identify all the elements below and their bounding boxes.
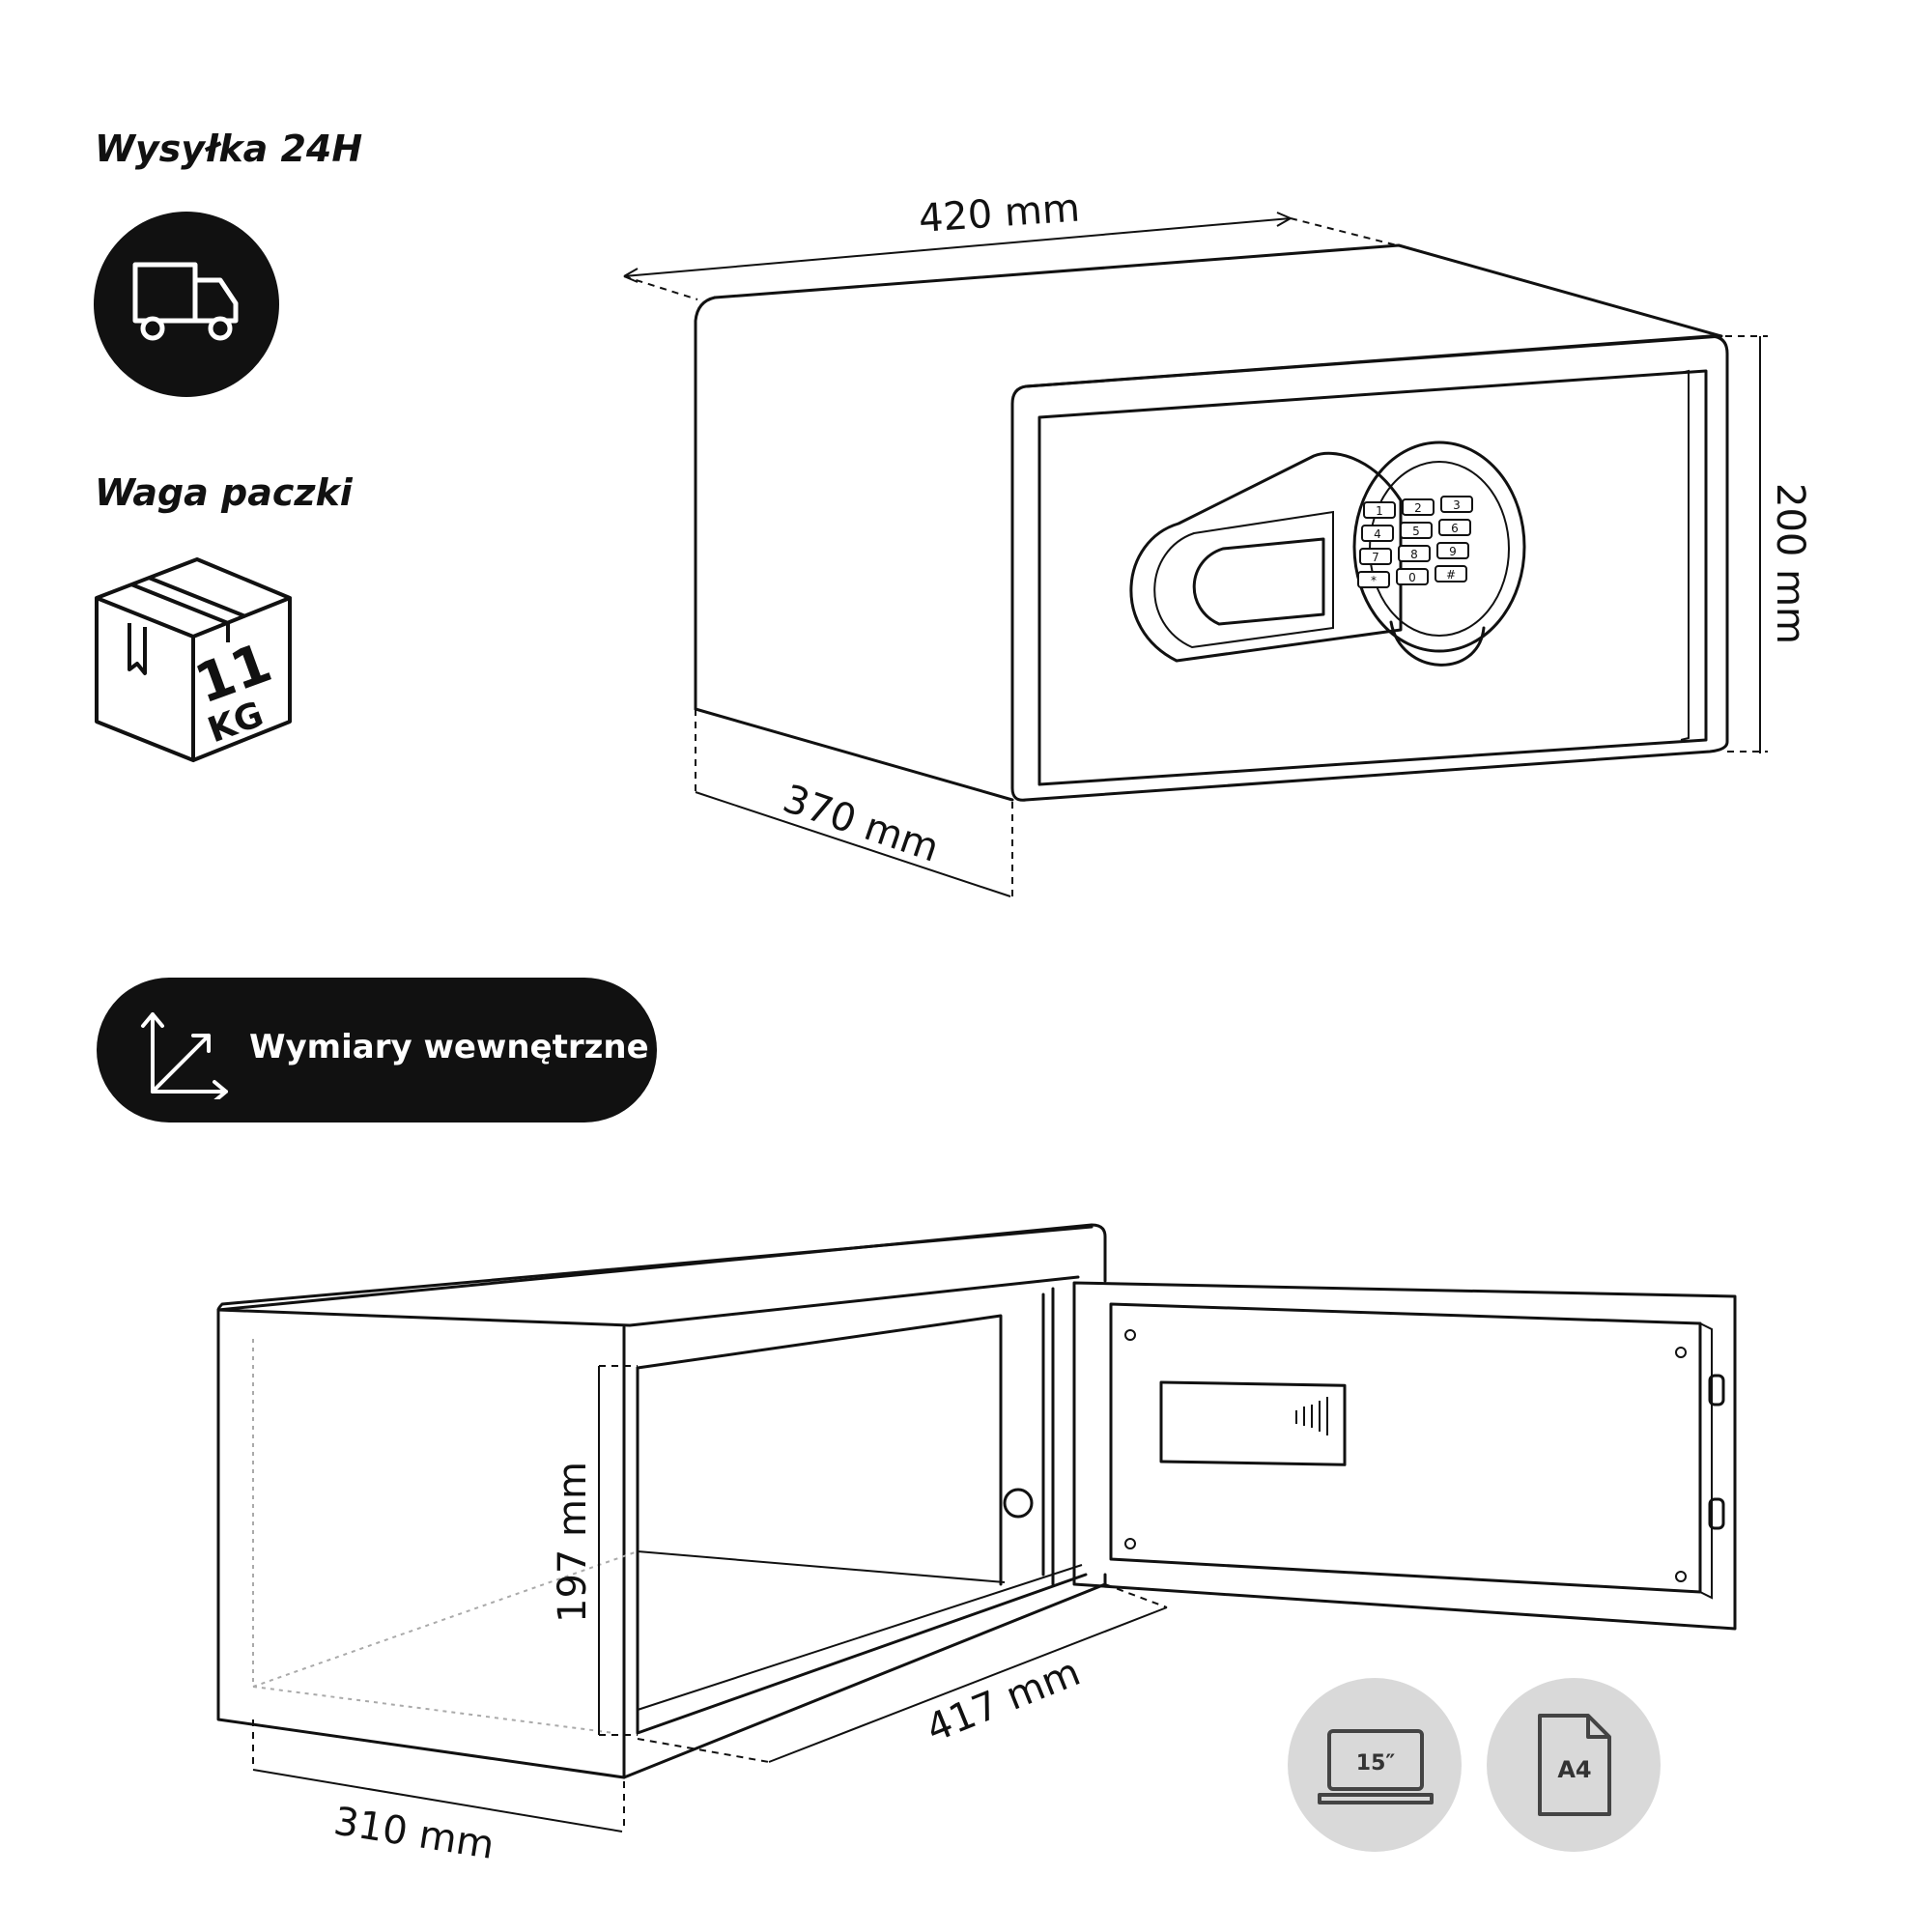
keypad-key	[1436, 542, 1469, 559]
external-width-label: 420 mm	[917, 185, 1081, 242]
internal-width-label: 417 mm	[921, 1650, 1087, 1751]
internal-height-label: 197 mm	[551, 1462, 595, 1623]
keypad-key-label: *	[1371, 574, 1377, 587]
keypad-key-label: 8	[1410, 548, 1418, 561]
keypad-key-label: 5	[1412, 525, 1420, 538]
shipping-label: Wysyłka 24H	[95, 128, 363, 170]
keypad-key	[1402, 498, 1435, 516]
external-height-label: 200 mm	[1768, 483, 1812, 644]
keypad-key-label: #	[1446, 568, 1456, 582]
keypad-key	[1361, 525, 1394, 542]
keypad-key	[1435, 565, 1467, 582]
laptop-icon: 15″	[1288, 1678, 1462, 1852]
paper-size-label: A4	[1557, 1756, 1591, 1783]
keypad-key-label: 2	[1414, 501, 1422, 515]
keypad-key	[1400, 522, 1433, 539]
box-icon: 11 KG	[95, 557, 292, 762]
keypad-key	[1440, 496, 1473, 513]
keypad-key	[1398, 545, 1431, 562]
external-safe-drawing: 1 2 3 4 5 6 7 8 9 * 0 # 420 mm 200 mm 370 mm	[623, 185, 1812, 897]
keypad-key-label: 4	[1374, 527, 1381, 541]
keypad-key	[1438, 519, 1471, 536]
internal-depth-label: 310 mm	[330, 1799, 497, 1868]
keypad-key-label: 9	[1449, 545, 1457, 558]
truck-icon	[94, 212, 279, 397]
dimensions-axes-icon	[141, 1012, 228, 1099]
keypad-key	[1396, 568, 1429, 585]
keypad: 1 2 3 4 5 6 7 8 9 * 0 #	[1357, 496, 1473, 588]
keypad-key-label: 3	[1453, 498, 1461, 512]
external-depth-label: 370 mm	[778, 777, 945, 871]
laptop-size-label: 15″	[1356, 1751, 1396, 1776]
keypad-key	[1357, 571, 1390, 588]
keypad-key-label: 6	[1451, 522, 1459, 535]
internal-dimensions-badge: Wymiary wewnętrzne	[97, 978, 657, 1122]
keypad-key-label: 0	[1408, 571, 1416, 584]
keypad-key	[1359, 548, 1392, 565]
weight-label: Waga paczki	[95, 471, 353, 514]
internal-dimensions-label: Wymiary wewnętrzne	[249, 1028, 649, 1066]
keypad-key	[1363, 501, 1396, 519]
keypad-key-label: 7	[1372, 551, 1379, 564]
keypad-key-label: 1	[1376, 504, 1383, 518]
document-icon: A4	[1487, 1678, 1661, 1852]
